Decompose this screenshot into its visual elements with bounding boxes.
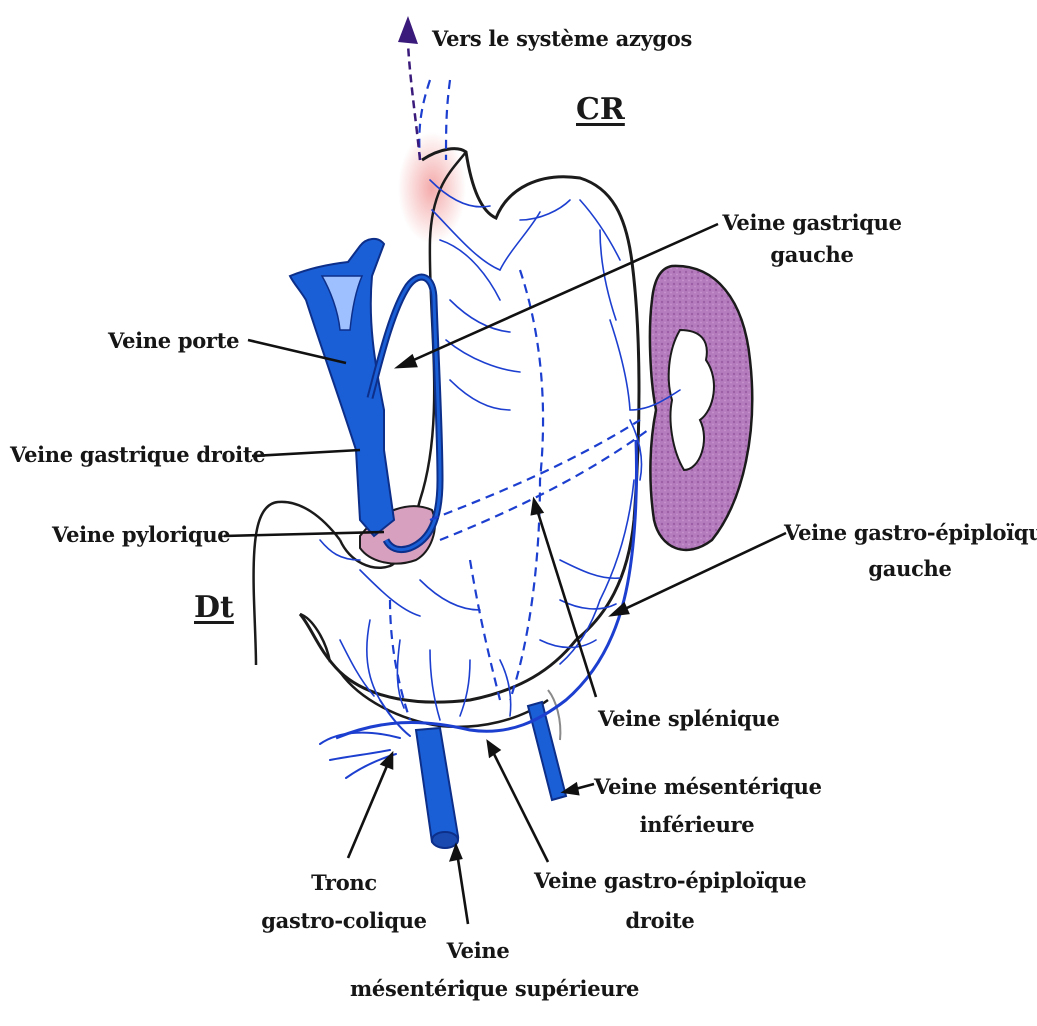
label-right-gastroepiploic-line1: Veine gastro-épiploïque: [534, 868, 786, 894]
gastrocolic-trunk-branches: [320, 700, 410, 778]
orientation-right: Dt: [194, 590, 234, 625]
label-inferior-mesenteric-line1: Veine mésentérique: [594, 774, 800, 800]
superior-mesenteric-vein-opening: [432, 832, 458, 848]
label-superior-mesenteric-vein: Veine mésentérique supérieure: [350, 938, 606, 1002]
label-right-gastroepiploic-line2: droite: [534, 908, 786, 934]
label-pyloric-vein: Veine pylorique: [52, 522, 230, 548]
inferior-mesenteric-vein: [528, 702, 566, 800]
label-left-gastroepiploic-line2: gauche: [784, 556, 1036, 582]
label-superior-mesenteric-line2: mésentérique supérieure: [350, 976, 606, 1002]
label-portal-vein: Veine porte: [108, 328, 239, 354]
label-left-gastric-vein: Veine gastrique gauche: [722, 210, 902, 268]
label-gastrocolic-line2: gastro-colique: [256, 908, 432, 934]
azygos-arrowhead: [398, 16, 418, 44]
label-left-gastric-vein-line1: Veine gastrique: [722, 210, 902, 236]
label-left-gastroepiploic-vein: Veine gastro-épiploïque gauche: [784, 520, 1036, 582]
superior-mesenteric-vein: [416, 728, 458, 848]
label-left-gastric-vein-line2: gauche: [722, 242, 902, 268]
label-gastrocolic-line1: Tronc: [256, 870, 432, 896]
orientation-cranial: CR: [576, 92, 625, 127]
label-superior-mesenteric-line1: Veine: [350, 938, 606, 964]
label-azygos: Vers le système azygos: [432, 26, 692, 52]
label-right-gastric-vein: Veine gastrique droite: [10, 442, 265, 468]
label-left-gastroepiploic-line1: Veine gastro-épiploïque: [784, 520, 1036, 546]
duodenum-outline: [254, 502, 340, 665]
label-gastrocolic-trunk: Tronc gastro-colique: [256, 870, 432, 934]
label-inferior-mesenteric-vein: Veine mésentérique inférieure: [594, 774, 800, 838]
label-inferior-mesenteric-line2: inférieure: [594, 812, 800, 838]
label-right-gastroepiploic-vein: Veine gastro-épiploïque droite: [534, 868, 786, 934]
label-splenic-vein: Veine splénique: [598, 706, 780, 732]
